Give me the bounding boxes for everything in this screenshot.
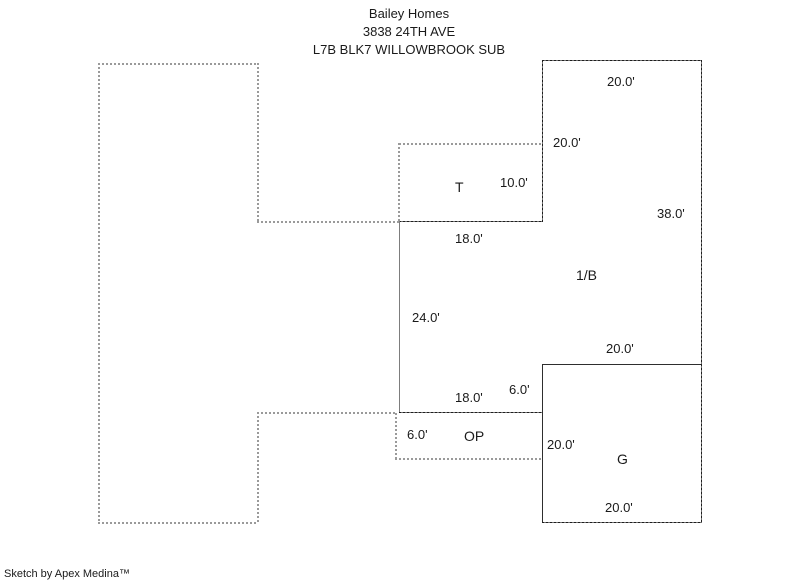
dim-label-1b-step: 6.0': [509, 382, 530, 397]
dim-label-g-bottom: 20.0': [605, 500, 633, 515]
area-label-1b: 1/B: [576, 267, 598, 283]
lot-line-notch-upper: [257, 63, 259, 223]
lot-line-upper-connector: [257, 221, 399, 223]
wall-g-top: [542, 364, 702, 365]
dim-label-1b-right: 38.0': [657, 206, 685, 221]
dim-label-porch-left: 6.0': [407, 427, 428, 442]
terrace-left-line: [398, 143, 400, 222]
business-name: Bailey Homes: [368, 6, 450, 21]
porch-left-line: [395, 413, 397, 459]
porch-bottom-line: [395, 458, 543, 460]
wall-g-bottom: [542, 522, 702, 523]
area-label-garage: G: [617, 451, 628, 467]
dim-label-g-top: 20.0': [606, 341, 634, 356]
lot-line-top: [98, 63, 258, 65]
area-label-porch: OP: [464, 428, 485, 444]
lot-line-bottom: [98, 522, 258, 524]
dim-label-1b-inner-top: 18.0': [455, 231, 483, 246]
dim-label-1b-bottom: 18.0': [455, 390, 483, 405]
lot-line-lower-connector: [257, 412, 395, 414]
software-credit: Sketch by Apex Medina™: [4, 568, 130, 580]
wall-1b-top: [542, 60, 702, 61]
area-label-terrace: T: [455, 179, 464, 195]
lot-line-left: [98, 63, 100, 524]
property-address: 3838 24TH AVE: [362, 24, 456, 39]
dim-label-1b-upper-left-wall: 20.0': [553, 135, 581, 150]
wall-1b-upper-left: [542, 60, 543, 222]
wall-g-right: [701, 364, 702, 523]
wall-1b-bottom: [399, 412, 542, 413]
wall-g-left: [542, 364, 543, 523]
dim-label-terrace-right: 10.0': [500, 175, 528, 190]
legal-description: L7B BLK7 WILLOWBROOK SUB: [312, 42, 506, 57]
wall-1b-left: [399, 221, 400, 412]
lot-line-notch-lower: [257, 412, 259, 524]
dim-label-g-left: 20.0': [547, 437, 575, 452]
terrace-top-line: [399, 143, 543, 145]
wall-1b-inner-top: [399, 221, 542, 222]
dim-label-1b-top: 20.0': [607, 74, 635, 89]
dim-label-1b-left: 24.0': [412, 310, 440, 325]
wall-1b-right: [701, 60, 702, 364]
